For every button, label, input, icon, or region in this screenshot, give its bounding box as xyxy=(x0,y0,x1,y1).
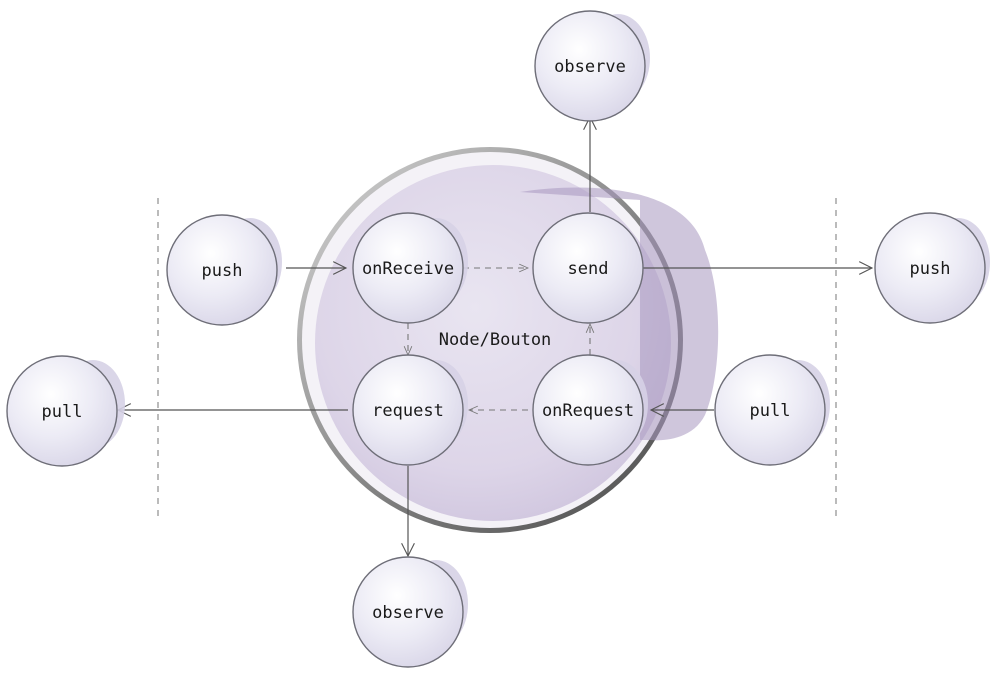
node-label: push xyxy=(202,261,243,281)
node-label: push xyxy=(910,259,951,279)
node-push-right[interactable]: push xyxy=(874,212,990,324)
node-label: send xyxy=(568,259,609,279)
container-shadow xyxy=(520,187,719,441)
node-pull-right[interactable]: pull xyxy=(714,354,830,466)
node-label: pull xyxy=(750,401,791,421)
node-observe-bottom[interactable]: observe xyxy=(352,556,468,668)
center-node-label: Node/Bouton xyxy=(439,330,552,350)
node-label: onReceive xyxy=(362,259,454,279)
node-onreceive[interactable]: onReceive xyxy=(352,212,468,324)
node-label: onRequest xyxy=(542,401,634,421)
node-request[interactable]: request xyxy=(352,354,468,466)
node-onrequest[interactable]: onRequest xyxy=(532,354,648,466)
node-label: request xyxy=(372,401,444,421)
node-send[interactable]: send xyxy=(532,212,644,324)
node-label: observe xyxy=(372,603,444,623)
node-push-left[interactable]: push xyxy=(166,214,282,326)
node-label: pull xyxy=(42,402,83,422)
node-pull-left[interactable]: pull xyxy=(6,355,125,467)
node-observe-top[interactable]: observe xyxy=(534,10,650,122)
node-label: observe xyxy=(554,57,626,77)
